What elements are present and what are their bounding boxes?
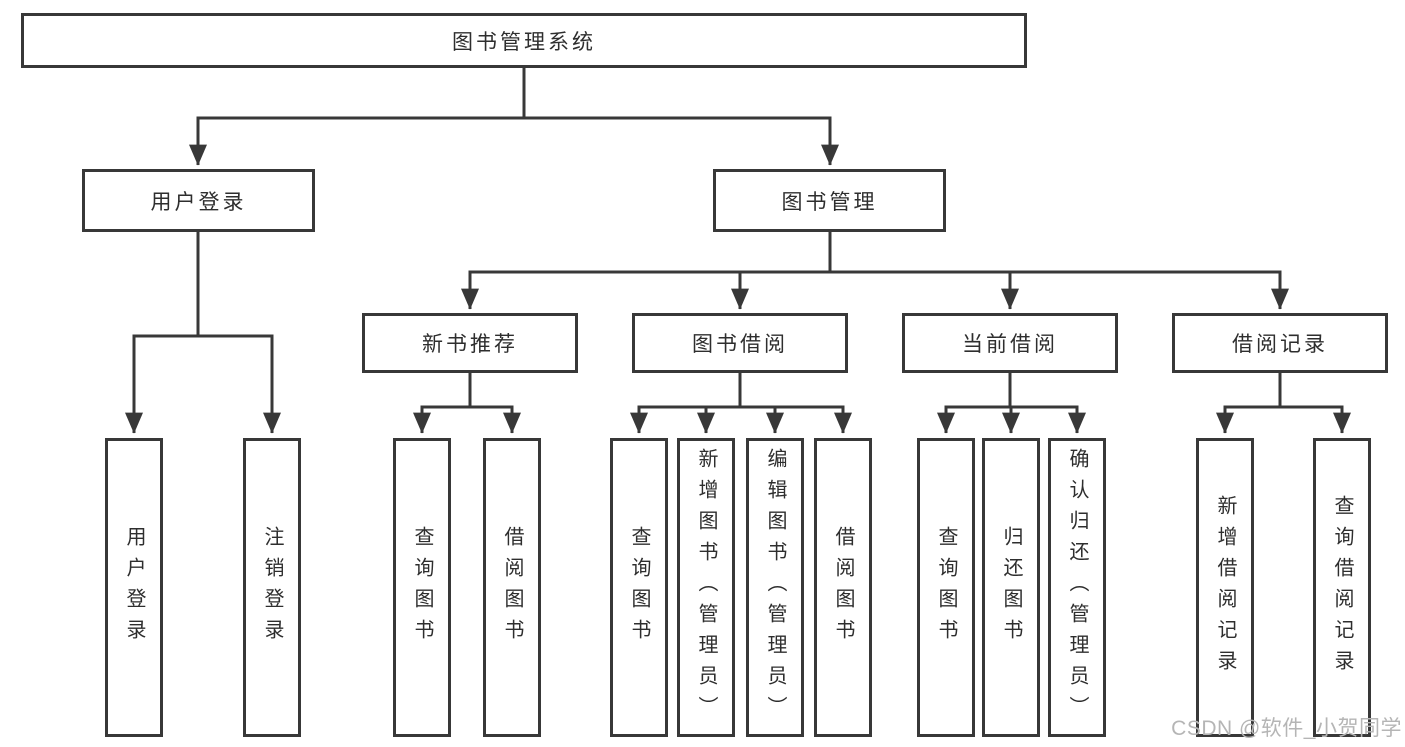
leaf-bb-edit-book-admin: 编辑图书（管理员） bbox=[746, 438, 804, 737]
leaf-bb-borrow-books: 借阅图书 bbox=[814, 438, 872, 737]
leaf-nbr-query-books: 查询图书 bbox=[393, 438, 451, 737]
node-book-management: 图书管理 bbox=[713, 169, 946, 232]
leaf-nbr-borrow-books: 借阅图书 bbox=[483, 438, 541, 737]
node-current-borrowing: 当前借阅 bbox=[902, 313, 1118, 373]
leaf-br-query-record: 查询借阅记录 bbox=[1313, 438, 1371, 737]
leaf-br-add-record: 新增借阅记录 bbox=[1196, 438, 1254, 737]
leaf-cb-confirm-return-admin: 确认归还（管理员） bbox=[1048, 438, 1106, 737]
leaf-bb-query-books: 查询图书 bbox=[610, 438, 668, 737]
watermark: CSDN @软件_小贺同学 bbox=[1171, 717, 1402, 740]
leaf-bb-add-book-admin: 新增图书（管理员） bbox=[677, 438, 735, 737]
leaf-logout: 注销登录 bbox=[243, 438, 301, 737]
node-user-login: 用户登录 bbox=[82, 169, 315, 232]
leaf-cb-query-books: 查询图书 bbox=[917, 438, 975, 737]
leaf-cb-return-book: 归还图书 bbox=[982, 438, 1040, 737]
node-new-book-recommend: 新书推荐 bbox=[362, 313, 578, 373]
leaf-user-login: 用户登录 bbox=[105, 438, 163, 737]
node-borrowing-records: 借阅记录 bbox=[1172, 313, 1388, 373]
node-book-borrowing: 图书借阅 bbox=[632, 313, 848, 373]
node-library-management-system: 图书管理系统 bbox=[21, 13, 1027, 68]
